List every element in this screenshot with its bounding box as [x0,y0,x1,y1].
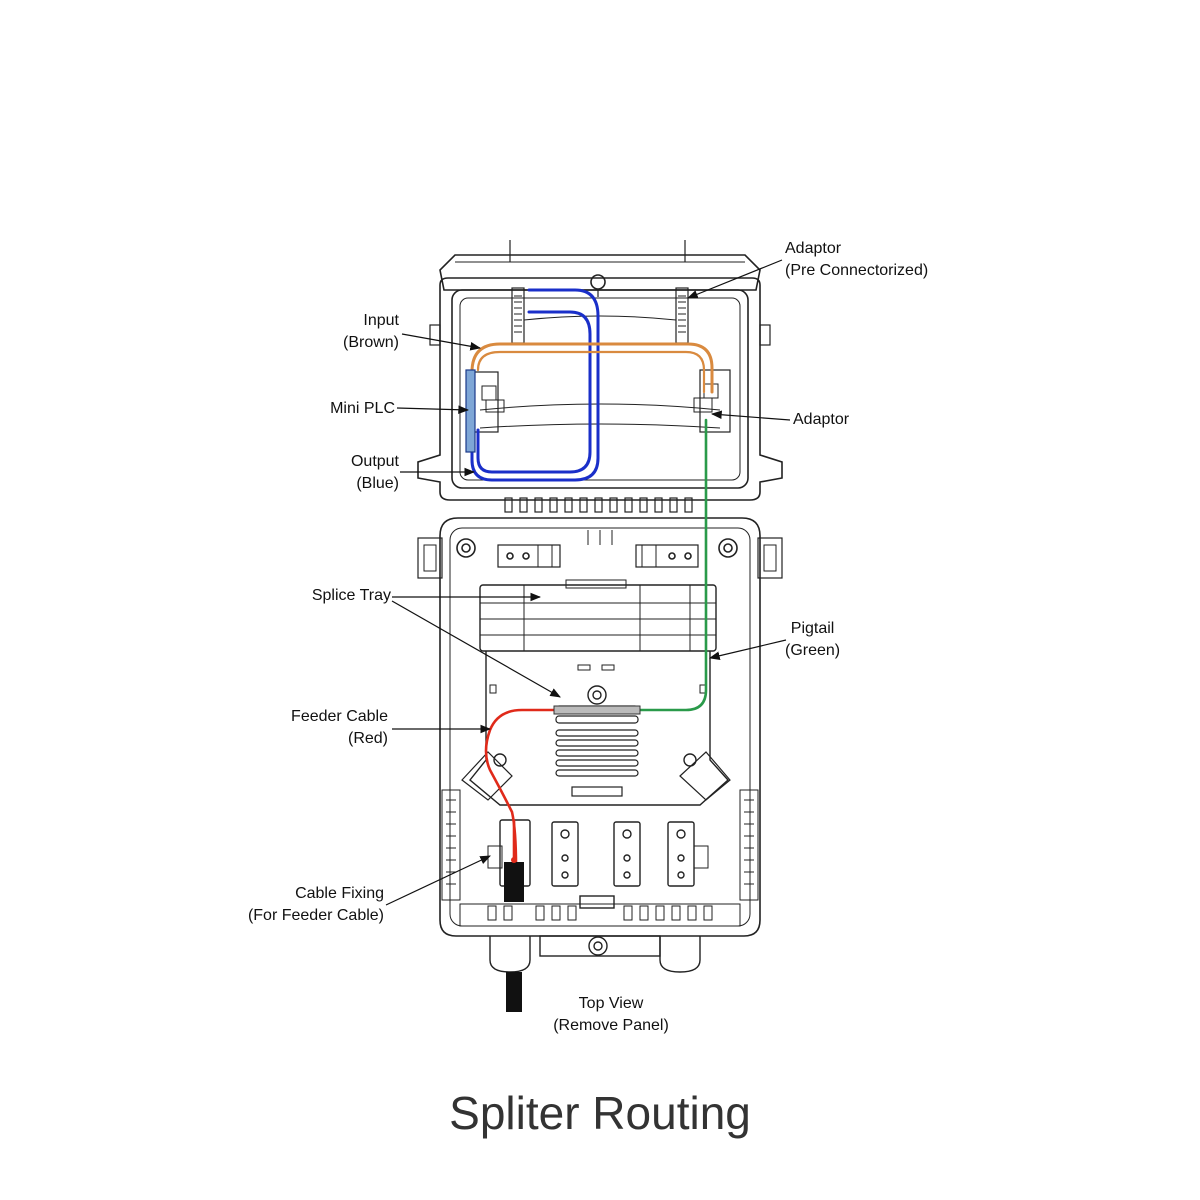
label-output-line1: Output [350,453,399,470]
label-top-view-line2: (Remove Panel) [553,1017,669,1034]
label-pigtail-green: Pigtail (Green) [785,618,840,662]
label-top-view: Top View (Remove Panel) [540,993,682,1037]
label-cable-fixing-line1: Cable Fixing [295,885,384,902]
label-adaptor-pre-connectorized: Adaptor (Pre Connectorized) [785,238,928,282]
splice-sleeve [553,705,641,715]
label-input-line1: Input [363,312,399,329]
label-top-view-line1: Top View [578,995,644,1012]
output-fiber-blue [470,288,600,482]
label-splice-tray: Splice Tray [312,585,391,607]
splice-plate [461,651,731,806]
input-fiber-brown [470,342,714,394]
label-feeder-cable-line2: (Red) [347,730,388,747]
mini-plc-module [465,369,476,453]
label-pigtail-line2: (Green) [785,642,841,659]
label-mini-plc-line1: Mini PLC [330,400,395,417]
page-title: Spliter Routing [449,1087,751,1139]
label-adaptor-line1: Adaptor [785,240,842,257]
label-leader-lines [385,259,791,906]
label-output-line2: (Blue) [356,475,399,492]
label-output-blue: Output (Blue) [351,451,399,495]
label-input-brown: Input (Brown) [343,310,399,354]
cable-fixing-clamps [441,789,759,901]
bottom-cable-ports [459,895,741,973]
enclosure-lid [417,240,783,513]
feeder-cable-red [484,708,556,868]
pigtail-fiber-green [638,418,708,712]
label-adaptor-right: Adaptor [793,409,849,431]
label-adaptor-line2: (Pre Connectorized) [785,262,929,279]
label-pigtail-line1: Pigtail [790,620,835,637]
enclosure-base [417,517,783,937]
label-splice-tray-line1: Splice Tray [311,587,391,604]
label-cable-fixing-line2: (For Feeder Cable) [247,907,384,924]
label-adaptor-right-line1: Adaptor [793,411,850,428]
label-mini-plc: Mini PLC [330,398,395,420]
label-cable-fixing: Cable Fixing (For Feeder Cable) [248,883,384,927]
label-input-line2: (Brown) [342,334,399,351]
feeder-cable-jacket [504,820,524,1012]
splice-tray [479,579,717,652]
label-feeder-cable-line1: Feeder Cable [291,708,388,725]
label-feeder-cable-red: Feeder Cable (Red) [291,706,388,750]
